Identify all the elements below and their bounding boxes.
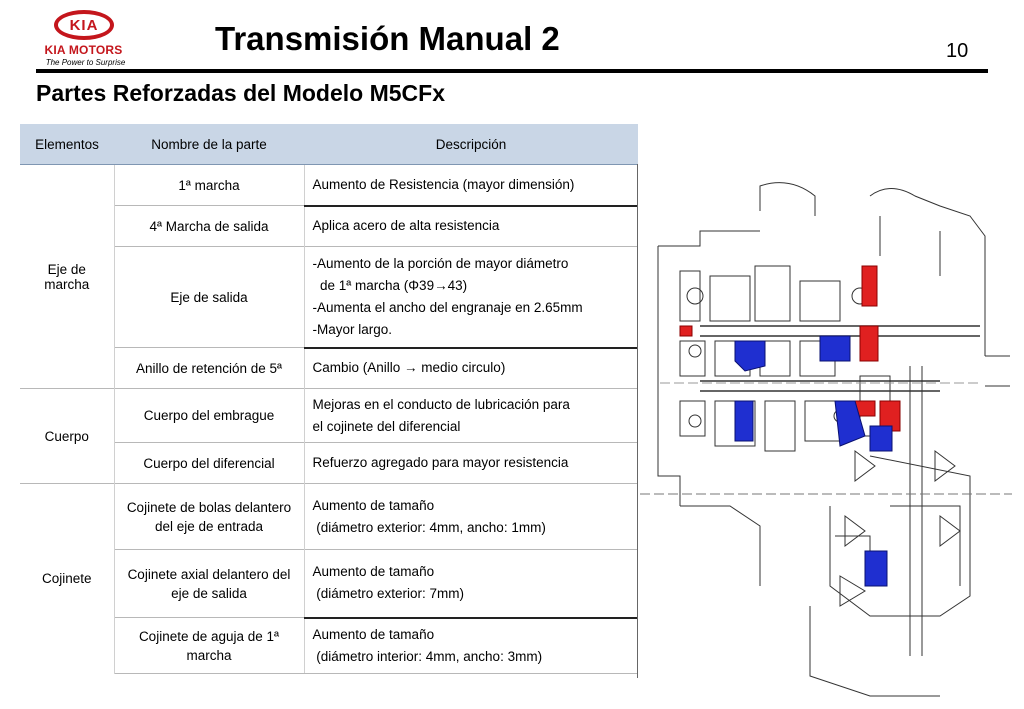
part-name: Cojinete axial delantero del eje de sali… bbox=[114, 549, 305, 618]
part-name: Cuerpo del diferencial bbox=[114, 442, 305, 484]
slide-title: Transmisión Manual 2 bbox=[215, 20, 560, 57]
desc-line: Cambio (Anillo → medio circulo) bbox=[312, 360, 506, 376]
group-eje-de-marcha: Eje de marcha bbox=[20, 164, 115, 389]
desc-line: -Aumento de la porción de mayor diámetro bbox=[312, 255, 569, 271]
desc-line: Aumento de Resistencia (mayor dimensión) bbox=[312, 176, 575, 192]
desc-line: Aumento de tamaño bbox=[312, 497, 435, 513]
part-description: Aumento de tamaño (diámetro interior: 4m… bbox=[304, 616, 638, 674]
part-name: Eje de salida bbox=[114, 246, 305, 348]
logo-tagline: The Power to Surprise bbox=[45, 58, 126, 67]
table-row: Anillo de retención de 5ª Cambio (Anillo… bbox=[20, 346, 638, 389]
desc-line: Aumento de tamaño bbox=[312, 626, 435, 642]
header-descripcion: Descripción bbox=[304, 124, 638, 165]
part-name: Cuerpo del embrague bbox=[114, 388, 305, 443]
group-label: Eje de marcha bbox=[44, 261, 90, 292]
part-description: Refuerzo agregado para mayor resistencia bbox=[304, 442, 638, 484]
desc-line: el cojinete del diferencial bbox=[312, 418, 461, 434]
part-name: Cojinete de bolas delantero del eje de e… bbox=[114, 483, 305, 550]
logo-brand-text: KIA MOTORS bbox=[44, 43, 123, 57]
header-nombre: Nombre de la parte bbox=[114, 124, 304, 165]
table-row: 4ª Marcha de salida Aplica acero de alta… bbox=[20, 204, 638, 247]
header-elementos: Elementos bbox=[20, 124, 114, 165]
desc-line: Aplica acero de alta resistencia bbox=[312, 218, 500, 234]
kia-logo-oval: KIA bbox=[54, 10, 114, 40]
table-row: Cojinete Cojinete de bolas delantero del… bbox=[20, 483, 638, 674]
parts-table: Elementos Nombre de la parte Descripción… bbox=[20, 124, 638, 674]
part-description: Aplica acero de alta resistencia bbox=[304, 204, 638, 247]
table-row: Cojinete axial delantero del eje de sali… bbox=[20, 549, 638, 618]
part-description: Cambio (Anillo → medio circulo) bbox=[304, 346, 638, 389]
part-description: Aumento de tamaño (diámetro exterior: 4m… bbox=[304, 483, 638, 550]
part-name: 1ª marcha bbox=[114, 164, 305, 206]
table-row: Eje de salida -Aumento de la porción de … bbox=[20, 246, 638, 348]
table-row: Eje de marcha 1ª marcha Aumento de Resis… bbox=[20, 164, 638, 389]
section-subtitle: Partes Reforzadas del Modelo M5CFx bbox=[36, 80, 445, 106]
page-number: 10 bbox=[946, 40, 969, 62]
group-cojinete: Cojinete bbox=[20, 483, 115, 674]
desc-line: Refuerzo agregado para mayor resistencia bbox=[312, 455, 569, 470]
part-description: Mejoras en el conducto de lubricación pa… bbox=[304, 388, 638, 443]
desc-line: (diámetro interior: 4mm, ancho: 3mm) bbox=[312, 648, 543, 664]
table-row: Cuerpo del diferencial Refuerzo agregado… bbox=[20, 442, 638, 484]
transmission-cross-section-diagram bbox=[640, 182, 1012, 697]
desc-line: (diámetro exterior: 7mm) bbox=[312, 586, 465, 602]
desc-line: Mejoras en el conducto de lubricación pa… bbox=[312, 396, 570, 412]
part-description: -Aumento de la porción de mayor diámetro… bbox=[304, 246, 638, 348]
part-description: Aumento de tamaño (diámetro exterior: 7m… bbox=[304, 549, 638, 618]
table-row: Cuerpo Cuerpo del embrague Mejoras en el… bbox=[20, 388, 638, 484]
desc-line: de 1ª marcha (Φ39→43) bbox=[312, 277, 468, 293]
part-name: 4ª Marcha de salida bbox=[114, 205, 305, 247]
table-header-row: Elementos Nombre de la parte Descripción bbox=[20, 124, 638, 165]
table-row: Cojinete de aguja de 1ª marcha Aumento d… bbox=[20, 616, 638, 674]
desc-line: -Aumenta el ancho del engranaje en 2.65m… bbox=[312, 299, 583, 315]
part-name: Cojinete de aguja de 1ª marcha bbox=[114, 617, 305, 674]
table-right-border bbox=[637, 164, 638, 678]
desc-line: Aumento de tamaño bbox=[312, 564, 435, 580]
title-divider bbox=[36, 69, 988, 73]
group-cuerpo: Cuerpo bbox=[20, 388, 115, 484]
desc-line: -Mayor largo. bbox=[312, 321, 393, 337]
desc-line: (diámetro exterior: 4mm, ancho: 1mm) bbox=[312, 519, 546, 535]
part-name: Anillo de retención de 5ª bbox=[114, 347, 305, 389]
part-description: Aumento de Resistencia (mayor dimensión) bbox=[304, 164, 638, 206]
kia-motors-logo: KIA KIA MOTORS The Power to Surprise bbox=[36, 10, 126, 70]
